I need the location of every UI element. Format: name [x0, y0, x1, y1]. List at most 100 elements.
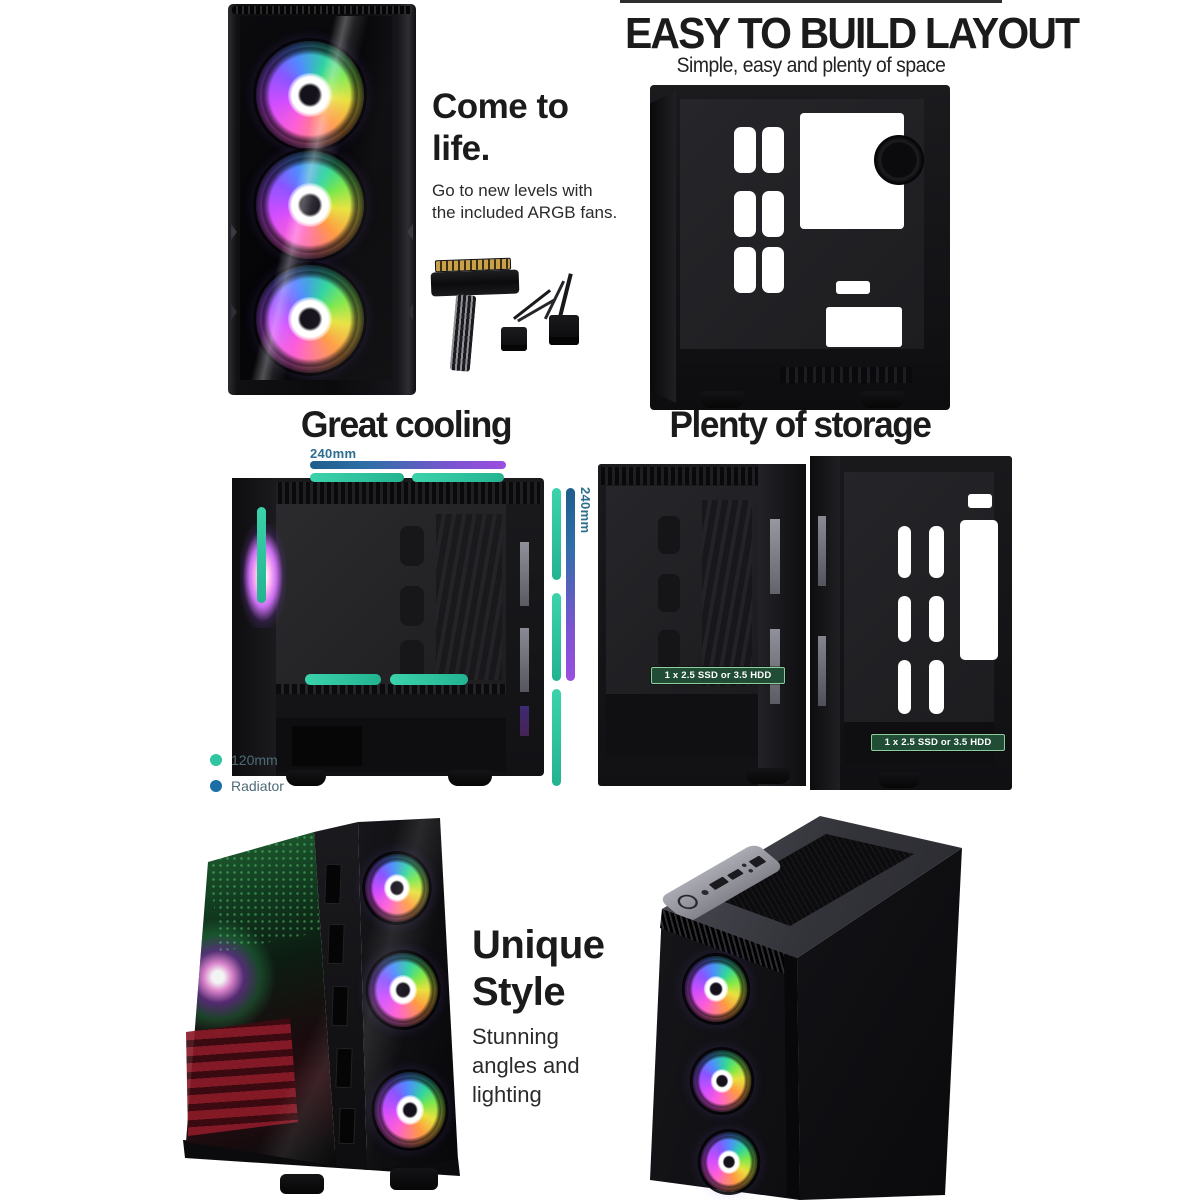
cooling-case-photo	[232, 478, 544, 776]
front-io-strip	[818, 516, 826, 586]
style-case-photo	[168, 792, 468, 1200]
case-foot	[746, 768, 790, 784]
cable-slot-cutout	[898, 660, 911, 714]
legend-item-radiator: Radiator	[210, 778, 284, 794]
pillar-slot	[324, 863, 342, 905]
dimension-label-right: 240mm	[578, 487, 593, 534]
pillar-slot	[327, 923, 345, 965]
bottom-vent-hatch	[780, 367, 912, 383]
cable-strand	[557, 273, 573, 321]
sata-connector-housing	[430, 269, 520, 297]
easy-layout-subheading: Simple, easy and plenty of space	[676, 54, 946, 77]
psu-shroud	[276, 684, 506, 718]
front-io-strip	[770, 629, 780, 704]
argb-fan-icon	[256, 265, 364, 373]
dimension-label-top: 240mm	[310, 446, 357, 461]
interior-tray	[276, 504, 506, 684]
psu-cutout	[826, 307, 902, 347]
drive-bay-label: 1 x 2.5 SSD or 3.5 HDD	[651, 667, 785, 684]
fan-bar-left	[257, 507, 266, 603]
tray-slot	[400, 640, 424, 680]
fan-bar-bottom	[305, 674, 381, 685]
bezel-chevron-icon	[407, 224, 413, 240]
tray-slot	[400, 526, 424, 566]
radiator-bar-horizontal	[310, 461, 506, 469]
argb-cable-photo	[425, 245, 597, 372]
legend-label: 120mm	[231, 752, 278, 768]
case-foot	[700, 391, 744, 408]
front-bevel	[810, 456, 840, 790]
mesh-top	[601, 467, 803, 485]
come-to-life-heading: Come to life.	[432, 87, 569, 168]
tray-slot	[658, 630, 680, 668]
legend-dot-120mm-icon	[210, 754, 222, 766]
argb-fan-icon	[256, 151, 364, 259]
case-top-vent	[232, 6, 412, 14]
legend-item-120mm: 120mm	[210, 752, 278, 768]
legend-label: Radiator	[231, 778, 284, 794]
unique-style-body: Stunning angles and lighting	[472, 1024, 580, 1108]
case-interior-photo	[650, 85, 950, 410]
bezel-chevron-icon	[231, 224, 237, 240]
front-io-strip	[520, 706, 529, 736]
case-front-photo	[228, 4, 416, 395]
tray-slot	[658, 574, 680, 612]
great-cooling-heading: Great cooling	[300, 404, 513, 445]
pillar-slot	[338, 1107, 356, 1145]
glass-reflection	[240, 16, 392, 380]
front-bevel	[650, 91, 676, 403]
front-io-strip	[520, 542, 529, 606]
unique-style-heading: Unique Style	[472, 923, 605, 1015]
radiator-bar-vertical	[566, 488, 575, 681]
fan-bar	[412, 473, 504, 482]
cable-slot-cutout	[734, 127, 756, 173]
cpu-cutout	[960, 520, 998, 660]
front-glass-panel	[240, 16, 392, 380]
interior-tray	[606, 486, 758, 694]
case-foot	[280, 1174, 324, 1194]
cable-slot-cutout	[929, 596, 944, 642]
case-foot	[878, 772, 920, 788]
power-button-icon	[673, 891, 703, 912]
cable-bundle	[702, 500, 752, 686]
fan-bar	[310, 473, 404, 482]
cable-bundle	[436, 514, 502, 680]
cable-slot-cutout	[762, 191, 784, 237]
easy-layout-heading: EASY TO BUILD LAYOUT	[625, 9, 1080, 58]
io-slot-cutout	[968, 494, 992, 508]
top-view-case-photo	[618, 798, 980, 1200]
usb-port-icon	[748, 855, 767, 868]
front-edge-trim	[784, 954, 800, 1200]
rear-fan	[874, 135, 924, 185]
front-io-strip	[818, 636, 826, 706]
legend-dot-radiator-icon	[210, 780, 222, 792]
glass-sheen	[186, 832, 336, 1166]
fan-bar-right	[552, 593, 561, 681]
shroud-vent	[276, 684, 506, 694]
argb-fan-icon	[256, 41, 364, 149]
io-slot-cutout	[836, 281, 870, 294]
cable-slot-cutout	[734, 191, 756, 237]
storage-case-left-photo	[598, 464, 806, 786]
cable-ribbon	[449, 294, 477, 372]
pillar-slot	[331, 985, 349, 1027]
top-crop-line	[620, 0, 1002, 3]
case-foot	[286, 770, 326, 786]
front-io-strip	[520, 628, 529, 692]
mesh-top	[236, 482, 540, 504]
fan-bar-right	[552, 689, 561, 786]
storage-heading: Plenty of storage	[669, 404, 932, 445]
come-to-life-body: Go to new levels with the included ARGB …	[432, 181, 618, 223]
front-column	[758, 464, 806, 786]
psu-shroud	[606, 694, 758, 756]
lower-bay	[276, 718, 506, 772]
pillar-slot	[335, 1047, 353, 1089]
bay-opening	[292, 726, 362, 766]
cable-slot-cutout	[762, 247, 784, 293]
audio-jack-icon	[740, 862, 748, 868]
tray-slot	[400, 586, 424, 626]
cable-slot-cutout	[898, 526, 911, 578]
front-io-strip	[770, 519, 780, 594]
cable-slot-cutout	[898, 596, 911, 642]
